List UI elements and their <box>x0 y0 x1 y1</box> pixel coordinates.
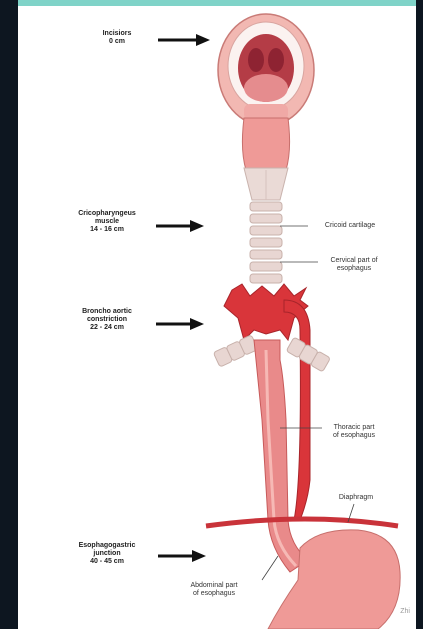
pharynx-illustration <box>242 118 289 200</box>
label-line: Abdominal part <box>174 582 254 590</box>
label-line: Esophagogastric <box>62 542 152 550</box>
diagram-panel: Incisiors 0 cm Cricopharyngeus muscle 14… <box>18 0 416 629</box>
label-incisors: Incisiors 0 cm <box>82 30 152 46</box>
label-line: junction <box>62 550 152 558</box>
credit-mark: Zhi <box>400 608 410 615</box>
label-line: 14 - 16 cm <box>62 226 152 234</box>
label-line: Cervical part of <box>314 257 394 265</box>
trachea-rings <box>250 202 282 283</box>
label-cricopharyngeus: Cricopharyngeus muscle 14 - 16 cm <box>62 210 152 234</box>
label-esophagogastric: Esophagogastric junction 40 - 45 cm <box>62 542 152 566</box>
label-line: Diaphragm <box>326 494 386 502</box>
left-arrows <box>156 34 210 562</box>
label-line: Incisiors <box>82 30 152 38</box>
label-line: 0 cm <box>82 38 152 46</box>
label-cricoid-cartilage: Cricoid cartilage <box>310 222 390 230</box>
label-line: 22 - 24 cm <box>62 324 152 332</box>
diaphragm-line <box>206 519 398 526</box>
label-line: Cricoid cartilage <box>310 222 390 230</box>
label-broncho-aortic: Broncho aortic constriction 22 - 24 cm <box>62 308 152 332</box>
label-line: Thoracic part <box>318 424 390 432</box>
label-line: of esophagus <box>318 432 390 440</box>
label-line: Broncho aortic <box>62 308 152 316</box>
label-line: constriction <box>62 316 152 324</box>
mouth-illustration <box>218 14 314 126</box>
label-thoracic-esophagus: Thoracic part of esophagus <box>318 424 390 440</box>
label-abdominal-esophagus: Abdominal part of esophagus <box>174 582 254 598</box>
label-cervical-esophagus: Cervical part of esophagus <box>314 257 394 273</box>
label-diaphragm: Diaphragm <box>326 494 386 502</box>
label-line: of esophagus <box>174 590 254 598</box>
label-line: muscle <box>62 218 152 226</box>
label-line: Cricopharyngeus <box>62 210 152 218</box>
label-line: esophagus <box>314 265 394 273</box>
label-line: 40 - 45 cm <box>62 558 152 566</box>
